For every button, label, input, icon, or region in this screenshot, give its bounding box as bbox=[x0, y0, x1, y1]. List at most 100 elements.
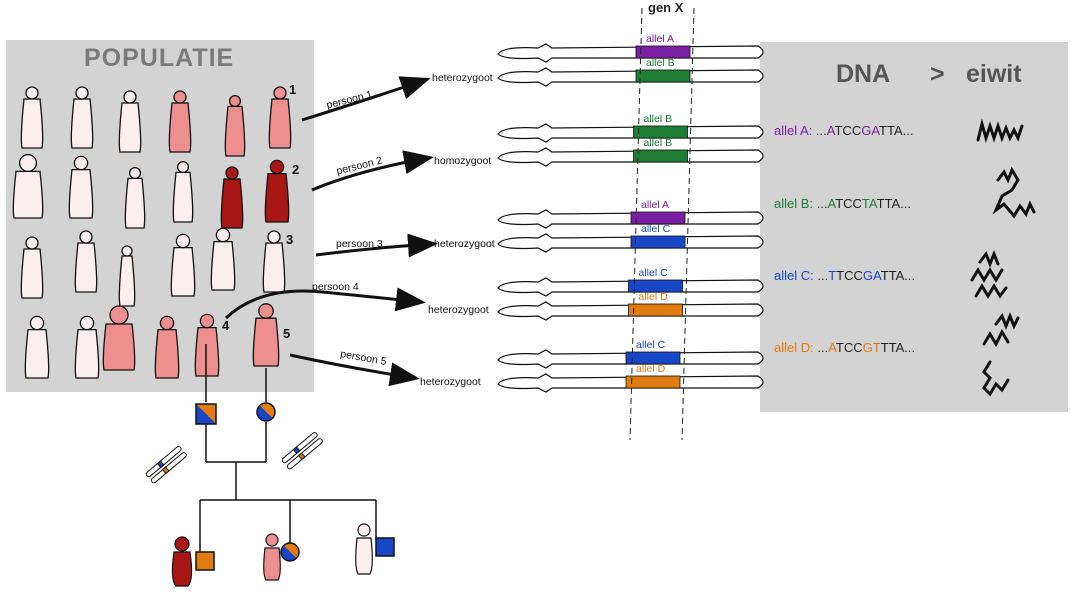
person-figure bbox=[124, 166, 146, 229]
allele-sequence-name: allel A: bbox=[774, 123, 813, 138]
allele-sequence-name: allel B: bbox=[774, 196, 814, 211]
person-number-4: 4 bbox=[222, 318, 230, 333]
gene-x-locus bbox=[629, 7, 695, 441]
sequence-part: GA bbox=[862, 268, 881, 283]
chromosome bbox=[497, 233, 764, 253]
person-figure bbox=[118, 245, 136, 307]
person-figure bbox=[220, 166, 244, 229]
person-figure bbox=[264, 159, 290, 223]
sequence-prefix: ... bbox=[813, 196, 828, 211]
protein-allel-b bbox=[992, 166, 1036, 219]
person-figure bbox=[224, 94, 246, 157]
sequence-part: TCC bbox=[834, 123, 862, 138]
allele-label: allel B bbox=[643, 113, 673, 125]
sequence-prefix: ... bbox=[813, 268, 829, 283]
child-3-symbol bbox=[375, 537, 395, 557]
person-number-5: 5 bbox=[283, 326, 291, 341]
sequence-part: TA bbox=[861, 196, 877, 211]
person-figure bbox=[20, 86, 44, 149]
zygosity-label-4: heterozygoot bbox=[428, 304, 489, 316]
sequence-part: TCC bbox=[835, 196, 862, 211]
pedigree-symbols bbox=[195, 402, 395, 571]
sequence-part: A bbox=[827, 196, 836, 211]
person-number-2: 2 bbox=[292, 162, 300, 177]
zygosity-label-2: homozygoot bbox=[434, 155, 492, 167]
allele-band bbox=[628, 303, 683, 317]
sequence-part: T bbox=[828, 268, 837, 283]
allele-sequence-row: allel D: ...ATCCGTTTA... bbox=[774, 340, 915, 355]
allele-label: allel B bbox=[646, 57, 675, 69]
person-label-4: persoon 4 bbox=[312, 281, 359, 293]
protein-title: eiwit bbox=[966, 60, 1022, 88]
allele-band bbox=[630, 235, 686, 249]
population-figures bbox=[12, 86, 292, 379]
person-figure bbox=[168, 90, 192, 153]
allele-label: allel C bbox=[636, 339, 666, 351]
chromosome bbox=[497, 349, 764, 369]
person-figure bbox=[74, 315, 100, 379]
person-figure bbox=[154, 315, 180, 379]
child-figure-2 bbox=[263, 533, 281, 581]
sequence-part: TTA... bbox=[880, 340, 916, 355]
chromosome bbox=[497, 373, 764, 393]
chromosome bbox=[497, 209, 764, 229]
child-figure-3 bbox=[355, 523, 373, 575]
sequence-part: TTA... bbox=[879, 123, 914, 138]
population-title: POPULATIE bbox=[84, 44, 235, 72]
mother-symbol bbox=[256, 402, 276, 422]
child-figure-1 bbox=[171, 536, 193, 587]
allele-label: allel D bbox=[638, 291, 668, 303]
person-figure bbox=[102, 305, 136, 371]
allele-band bbox=[630, 211, 686, 225]
children-figures bbox=[171, 523, 373, 587]
sequence-part: TCC bbox=[835, 340, 863, 355]
gene-x-label: gen X bbox=[648, 0, 684, 15]
allele-label: allel C bbox=[638, 267, 668, 279]
person-figure bbox=[210, 227, 236, 291]
mini-chromosomes bbox=[145, 432, 323, 484]
allele-band bbox=[625, 375, 681, 389]
person-number-1: 1 bbox=[289, 82, 297, 97]
protein-allel-d bbox=[982, 311, 1020, 397]
allele-label: allel D bbox=[636, 363, 666, 375]
sequence-part: TCC bbox=[836, 268, 863, 283]
chromosome bbox=[497, 147, 764, 167]
protein-allel-c bbox=[970, 249, 1008, 299]
allele-band bbox=[635, 69, 691, 83]
sequence-prefix: ... bbox=[812, 123, 827, 138]
person-arrows bbox=[224, 76, 438, 387]
sequence-part: A bbox=[828, 340, 836, 355]
protein-shapes bbox=[970, 118, 1036, 397]
child-2-symbol bbox=[280, 542, 300, 562]
father-symbol bbox=[195, 403, 217, 425]
zygosity-label-5: heterozygoot bbox=[420, 376, 481, 388]
arrow-person-5 bbox=[289, 353, 420, 387]
allele-sequence-name: allel C: bbox=[774, 268, 814, 283]
allele-band bbox=[633, 125, 688, 139]
allele-label: allel C bbox=[641, 223, 671, 235]
arrow-person-3 bbox=[315, 233, 438, 258]
pedigree bbox=[199, 344, 377, 560]
dna-title: DNA bbox=[836, 60, 891, 88]
allele-sequence-row: allel B: ...ATCCTATTA... bbox=[774, 196, 911, 211]
allele-band bbox=[635, 45, 691, 59]
person-figure bbox=[12, 153, 44, 219]
zygosity-label-1: heterozygoot bbox=[432, 72, 493, 84]
person-figure bbox=[252, 303, 280, 367]
person-figure bbox=[20, 236, 44, 299]
dna-protein-panel bbox=[760, 42, 1068, 412]
person-number-3: 3 bbox=[286, 232, 294, 247]
allele-band bbox=[625, 351, 681, 365]
child-1-symbol bbox=[195, 551, 215, 571]
chromosome bbox=[497, 301, 764, 321]
zygosity-label-3: heterozygoot bbox=[434, 238, 495, 250]
dna-to-protein-arrow: > bbox=[930, 60, 945, 88]
allele-band bbox=[633, 149, 688, 163]
person-figure bbox=[194, 313, 220, 377]
sequence-part: A bbox=[826, 123, 835, 138]
arrow-person-1 bbox=[301, 76, 431, 122]
person-figure bbox=[172, 160, 194, 223]
chromosome bbox=[497, 123, 764, 143]
allele-sequence-row: allel A: ...ATCCGATTA... bbox=[774, 123, 913, 138]
